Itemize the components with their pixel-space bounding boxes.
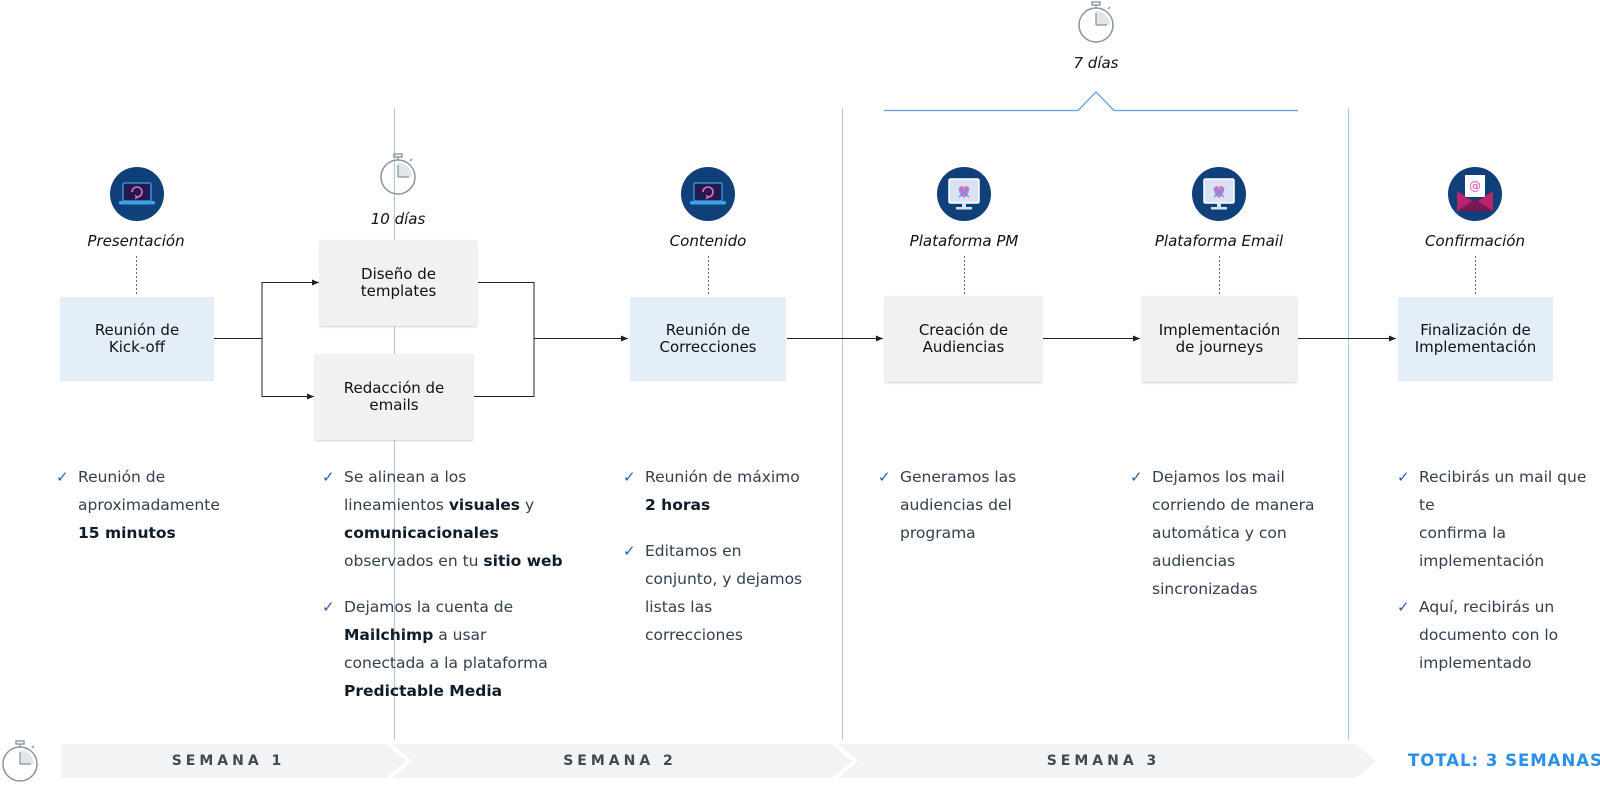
check-icon: ✓ xyxy=(1397,468,1410,486)
caption-connectors xyxy=(136,256,1476,296)
monitor-heart-icon xyxy=(1192,167,1246,221)
step-template-design: Diseño de templates xyxy=(320,240,477,326)
duration-label: 10 días xyxy=(370,210,426,228)
bullet-emphasis: 15 minutos xyxy=(78,524,176,542)
laptop-refresh-icon xyxy=(110,167,164,221)
laptop-refresh-icon xyxy=(681,167,735,221)
check-icon: ✓ xyxy=(623,542,636,560)
flow-arrows xyxy=(214,279,1396,400)
phase-caption: Plataforma Email xyxy=(1154,232,1284,250)
bullet-emphasis: 2 horas xyxy=(645,496,711,514)
duration-label: 7 días xyxy=(1073,54,1119,72)
phase-caption: Contenido xyxy=(669,232,747,250)
check-icon: ✓ xyxy=(878,468,891,486)
check-icon: ✓ xyxy=(56,468,69,486)
week-band xyxy=(61,744,1376,778)
stopwatch-icon xyxy=(1078,1,1114,43)
step-kickoff-meeting: Reunión de Kick-off xyxy=(60,297,214,381)
duration-bracket xyxy=(884,91,1298,112)
bullet-emphasis: comunicacionales xyxy=(344,524,499,542)
check-icon: ✓ xyxy=(1130,468,1143,486)
bullet-emphasis: sitio web xyxy=(483,552,563,570)
check-icon: ✓ xyxy=(322,598,335,616)
monitor-heart-icon xyxy=(937,167,991,221)
step-email-writing: Redacción de emails xyxy=(315,354,473,440)
week-label: SEMANA 2 xyxy=(563,753,677,769)
step-implementation-finalization: Finalización de Implementación xyxy=(1398,297,1553,381)
week-label: SEMANA 3 xyxy=(1046,753,1161,769)
total-duration: TOTAL: 3 SEMANAS xyxy=(1408,751,1600,770)
phase-caption: Plataforma PM xyxy=(909,232,1019,250)
step-audience-creation: Creación de Audiencias xyxy=(885,296,1042,382)
svg-text:@: @ xyxy=(1469,179,1481,193)
phase-caption: Confirmación xyxy=(1425,232,1525,250)
check-icon: ✓ xyxy=(322,468,335,486)
week-label: SEMANA 1 xyxy=(171,753,286,769)
bullet-emphasis: visuales xyxy=(448,496,521,514)
bullet-emphasis: Predictable Media xyxy=(344,682,503,700)
check-icon: ✓ xyxy=(1397,598,1410,616)
check-icon: ✓ xyxy=(623,468,636,486)
phase-caption: Presentación xyxy=(87,232,185,250)
step-corrections-meeting: Reunión de Correcciones xyxy=(630,297,786,381)
stopwatch-icon xyxy=(2,740,38,782)
step-journey-implementation: Implementación de journeys xyxy=(1142,296,1297,382)
envelope-at-icon: @ xyxy=(1448,167,1502,221)
bullet-emphasis: Mailchimp xyxy=(344,626,434,644)
stopwatch-icon xyxy=(380,153,416,195)
